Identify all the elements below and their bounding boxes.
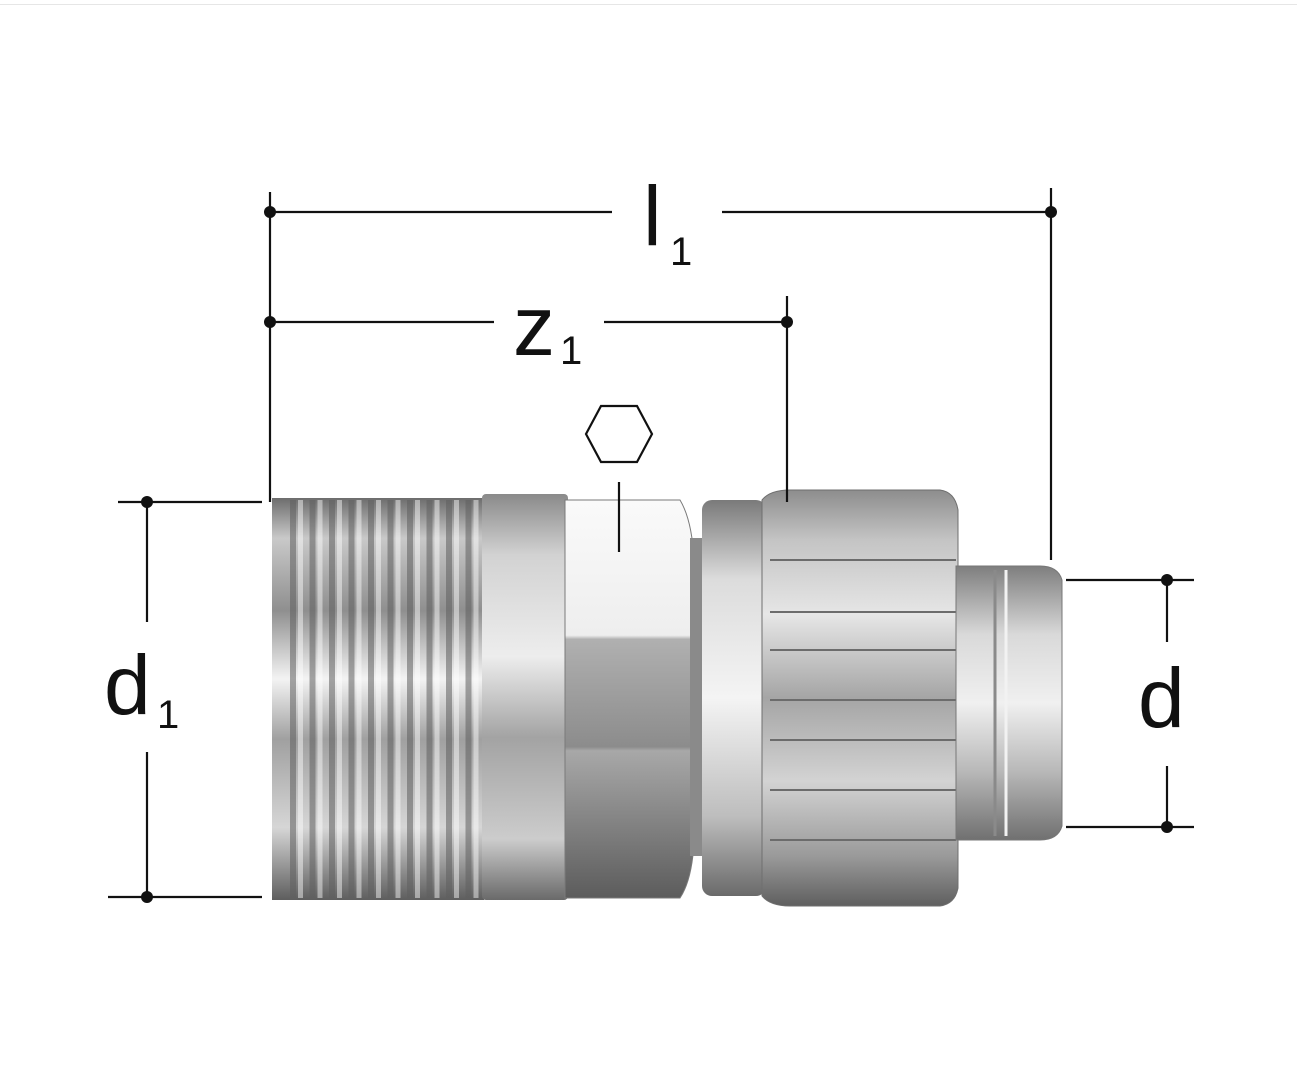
nut-ribs xyxy=(770,559,956,841)
thread-crest xyxy=(317,500,323,898)
dimension-endpoint xyxy=(1161,574,1173,586)
thread-crest xyxy=(337,500,342,898)
thread-crest xyxy=(454,500,459,898)
dim-label-d: d xyxy=(1138,651,1185,745)
thread-grooves xyxy=(290,500,479,898)
thread-groove xyxy=(446,500,452,898)
thread-crest xyxy=(434,500,440,898)
thread-groove xyxy=(465,500,472,898)
thread-groove xyxy=(290,500,296,898)
thread-groove xyxy=(329,500,335,898)
thread-crest xyxy=(376,500,381,898)
dimension-lines xyxy=(108,188,1194,899)
thread-crest xyxy=(415,500,420,898)
fitting-illustration xyxy=(272,489,1063,907)
union-nut xyxy=(761,489,959,907)
thread-groove xyxy=(387,500,394,898)
thread-groove xyxy=(348,500,355,898)
thread-groove xyxy=(309,500,316,898)
dim-label-d1-subscript: 1 xyxy=(157,693,179,737)
dimension-endpoints xyxy=(141,206,1173,903)
thread-crest xyxy=(298,500,303,898)
dimension-endpoint xyxy=(1045,206,1057,218)
dimension-endpoint xyxy=(264,206,276,218)
body-section xyxy=(482,494,568,900)
thread-groove xyxy=(426,500,433,898)
thread-crest xyxy=(473,500,479,898)
thread-crest xyxy=(356,500,362,898)
dim-label-l1: l xyxy=(643,169,662,263)
hex-section xyxy=(564,499,695,899)
dimension-endpoint xyxy=(141,496,153,508)
sleeve-section xyxy=(955,565,1063,841)
dim-label-l1-subscript: 1 xyxy=(670,230,692,274)
thread-groove xyxy=(368,500,374,898)
dim-label-z1-subscript: 1 xyxy=(560,329,582,373)
top-divider xyxy=(0,4,1297,5)
dimension-endpoint xyxy=(141,891,153,903)
dimension-endpoint xyxy=(264,316,276,328)
dimension-endpoint xyxy=(781,316,793,328)
thread-crest xyxy=(395,500,401,898)
thread-groove xyxy=(407,500,413,898)
marked-ring xyxy=(702,500,766,896)
hexagon-wrench-size-icon xyxy=(584,404,654,464)
dimension-endpoint xyxy=(1161,821,1173,833)
dim-label-d1: d xyxy=(104,638,151,732)
dim-label-z1: z xyxy=(513,279,555,373)
